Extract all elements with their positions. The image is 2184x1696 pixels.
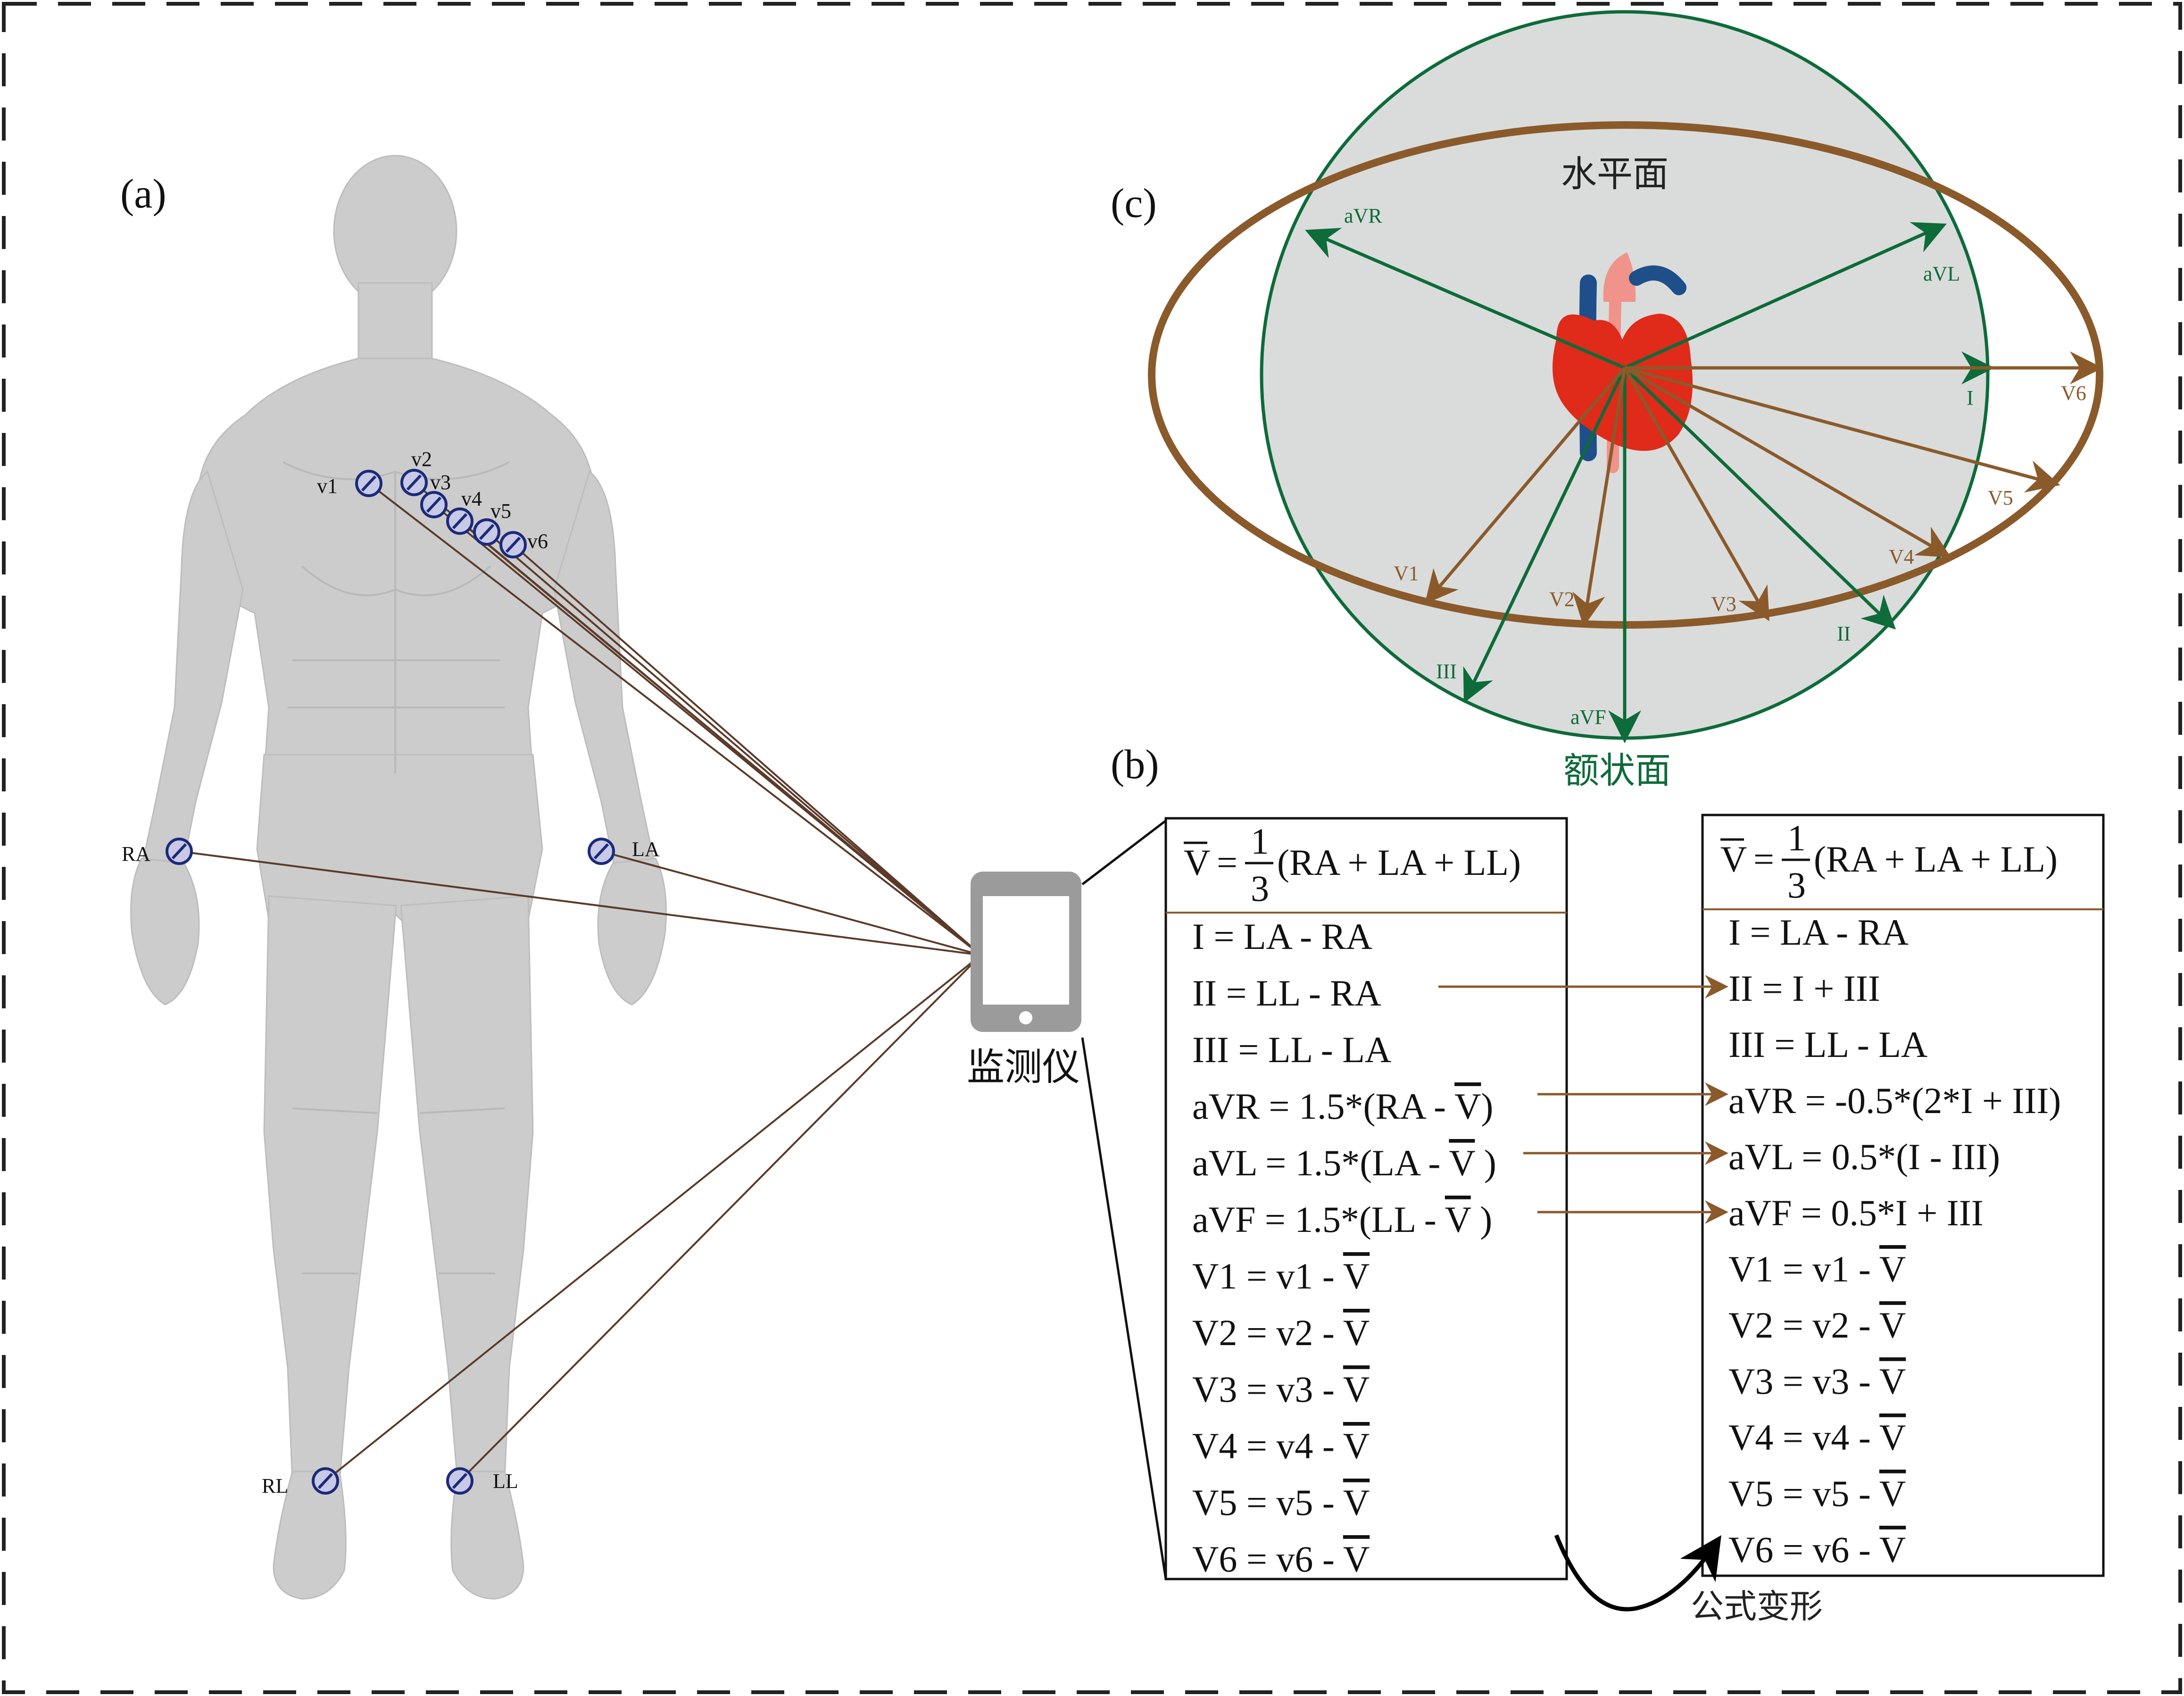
chest-lead-vectors <box>1424 351 2103 627</box>
human-body-figure <box>130 155 667 1600</box>
electrode-v3 <box>420 491 448 518</box>
vector-v1 <box>1424 366 1626 604</box>
electrode-label-v1: v1 <box>317 474 338 498</box>
electrode-v2 <box>400 469 428 496</box>
equation-row-left-4: aVR = 1.5*(RA - V) <box>1192 1086 1493 1127</box>
panel-label-b: (b) <box>1111 742 1159 788</box>
equation-row-left-9: V3 = v3 - V <box>1192 1369 1370 1410</box>
equation-row-left-2: II = LL - RA <box>1192 973 1381 1014</box>
electrode-v5 <box>473 518 500 546</box>
svg-text:(RA + LA + LL): (RA + LA + LL) <box>1814 839 2058 880</box>
horizontal-plane-label: 水平面 <box>1561 153 1669 195</box>
vector-v2 <box>1572 367 1627 627</box>
body-contours <box>282 461 510 1274</box>
equation-row-right-10: V4 = v4 - V <box>1728 1417 1906 1458</box>
electrode-label-ll: LL <box>493 1470 518 1493</box>
vbar-formula-right: V = 1 3 (RA + LA + LL) <box>1720 817 2058 906</box>
lead-label-v2: V2 <box>1549 588 1575 611</box>
equation-row-right-2: II = I + III <box>1728 968 1880 1009</box>
electrode-v6 <box>499 531 527 558</box>
panel-label-a: (a) <box>120 171 166 217</box>
formula-transform-label: 公式变形 <box>1691 1587 1823 1626</box>
electrode-label-v6: v6 <box>527 530 548 553</box>
electrode-la <box>588 838 615 865</box>
equation-row-right-4: aVR = -0.5*(2*I + III) <box>1728 1080 2061 1121</box>
electrode-wires <box>179 482 982 1482</box>
electrode-ra <box>166 838 193 865</box>
lead-label-i: I <box>1967 386 1974 409</box>
equation-row-right-12: V6 = v6 - V <box>1728 1529 1906 1570</box>
zoom-lines <box>1081 820 1167 1580</box>
electrode-label-v4: v4 <box>461 487 482 510</box>
equation-box-left: V = 1 3 (RA + LA + LL) I = LA - RA II = L… <box>1164 817 1568 1580</box>
vbar-formula-left: V = 1 3 (RA + LA + LL) <box>1184 821 1521 909</box>
svg-text:=: = <box>1753 839 1774 880</box>
svg-text:=: = <box>1217 842 1237 883</box>
lead-label-ii: II <box>1837 622 1851 645</box>
panel-label-c: (c) <box>1111 181 1157 226</box>
vector-ii <box>1623 366 1896 630</box>
electrode-label-v5: v5 <box>490 499 511 523</box>
vector-iii <box>1463 367 1627 703</box>
svg-text:V: V <box>1184 842 1210 883</box>
equation-row-right-11: V5 = v5 - V <box>1728 1473 1906 1514</box>
formula-transform-arrow <box>1554 1534 1721 1612</box>
vector-v3 <box>1623 367 1769 622</box>
electrode-label-ra: RA <box>122 842 150 865</box>
equation-row-right-5: aVL = 0.5*(I - III) <box>1728 1136 2000 1177</box>
equation-rows-left: I = LA - RA II = LL - RA III = LL - LA aVR … <box>1192 916 1496 1580</box>
electrode-ll <box>446 1467 473 1495</box>
svg-text:3: 3 <box>1251 868 1269 909</box>
equation-row-left-5: aVL = 1.5*(LA - V ) <box>1192 1142 1496 1183</box>
electrode-label-la: LA <box>632 838 660 861</box>
lead-label-v4: V4 <box>1889 545 1914 568</box>
equation-row-right-8: V2 = v2 - V <box>1728 1305 1906 1346</box>
lead-label-v3: V3 <box>1711 592 1736 615</box>
svg-text:1: 1 <box>1787 817 1806 858</box>
electrode-v4 <box>446 507 473 535</box>
equation-row-left-6: aVF = 1.5*(LL - V ) <box>1192 1199 1492 1240</box>
equation-row-right-9: V3 = v3 - V <box>1728 1361 1906 1402</box>
lead-label-v6: V6 <box>2061 382 2086 405</box>
equation-row-left-7: V1 = v1 - V <box>1192 1255 1370 1297</box>
vector-avl <box>1624 222 1947 370</box>
electrode-rl <box>312 1467 339 1495</box>
electrode-label-rl: RL <box>262 1474 288 1497</box>
lead-label-avr: aVR <box>1344 204 1382 227</box>
vector-v5 <box>1624 366 2060 493</box>
svg-text:3: 3 <box>1787 865 1806 906</box>
lead-label-iii: III <box>1436 660 1457 683</box>
equation-row-left-3: III = LL - LA <box>1192 1029 1391 1070</box>
equation-row-right-3: III = LL - LA <box>1728 1024 1927 1065</box>
frontal-plane-label: 额状面 <box>1563 749 1671 791</box>
svg-text:V: V <box>1720 839 1747 880</box>
equation-row-right-6: aVF = 0.5*I + III <box>1728 1192 1984 1233</box>
monitor-label: 监测仪 <box>967 1045 1080 1089</box>
equation-box-right: V = 1 3 (RA + LA + LL) I = LA - RA II = I… <box>1701 814 2105 1577</box>
equation-row-left-11: V5 = v5 - V <box>1192 1482 1370 1523</box>
electrodes <box>166 469 615 1495</box>
transform-arrows <box>1438 975 1728 1224</box>
electrode-v1 <box>355 470 382 497</box>
monitor-device-icon <box>971 872 1081 1032</box>
equation-row-right-1: I = LA - RA <box>1728 912 1909 953</box>
equation-row-left-8: V2 = v2 - V <box>1192 1312 1370 1353</box>
lead-label-avl: aVL <box>1923 262 1960 285</box>
svg-text:(RA + LA + LL): (RA + LA + LL) <box>1277 842 1521 883</box>
vector-v4 <box>1624 366 1951 558</box>
equation-row-right-7: V1 = v1 - V <box>1728 1248 1906 1289</box>
lead-label-v5: V5 <box>1988 486 2013 509</box>
lead-label-avf: aVF <box>1570 706 1606 729</box>
vector-avr <box>1305 228 1626 370</box>
equation-row-left-10: V4 = v4 - V <box>1192 1425 1370 1466</box>
equation-rows-right: I = LA - RA II = I + III III = LL - LA aVR … <box>1728 912 2061 1570</box>
electrode-label-v2: v2 <box>411 448 432 471</box>
svg-text:1: 1 <box>1251 821 1269 862</box>
equation-row-left-1: I = LA - RA <box>1192 916 1372 957</box>
electrode-label-v3: v3 <box>430 471 451 494</box>
lead-label-v1: V1 <box>1394 562 1419 585</box>
equation-row-left-12: V6 = v6 - V <box>1192 1538 1370 1580</box>
